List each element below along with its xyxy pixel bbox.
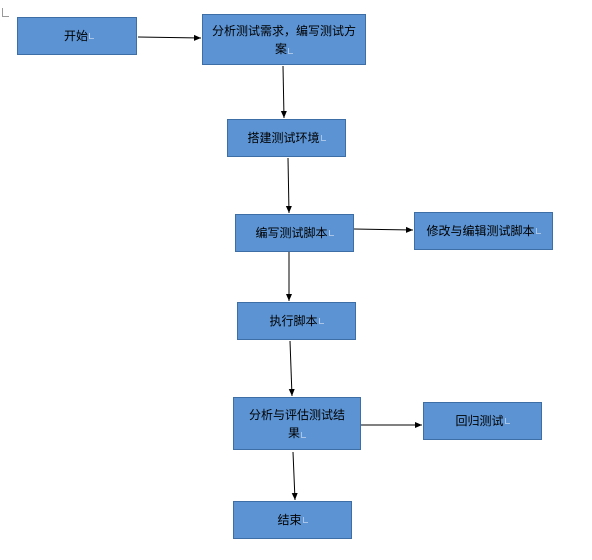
node-end: 结束	[233, 501, 352, 539]
node-evaluate: 分析与评估测试结果	[233, 397, 361, 450]
node-analyze: 分析测试需求，编写测试方案	[202, 14, 366, 65]
edge-analyze-to-env	[280, 65, 287, 119]
page-corner-mark	[2, 8, 9, 17]
node-env: 搭建测试环境	[227, 119, 346, 157]
node-start-label: 开始	[64, 29, 89, 43]
paragraph-mark-icon	[328, 230, 334, 236]
node-write-label: 编写测试脚本	[255, 226, 328, 240]
node-regress-label: 回归测试	[455, 414, 504, 428]
edge-write-to-modify	[353, 226, 414, 233]
edge-evaluate-to-end	[291, 451, 298, 501]
node-regress: 回归测试	[423, 402, 542, 440]
paragraph-mark-icon	[318, 318, 324, 324]
edge-start-to-analyze	[137, 34, 202, 41]
node-modify-label: 修改与编辑测试脚本	[426, 224, 535, 238]
edge-env-to-write	[285, 157, 292, 214]
edge-run-to-evaluate	[288, 340, 295, 397]
node-modify: 修改与编辑测试脚本	[414, 212, 553, 250]
paragraph-mark-icon	[302, 517, 308, 523]
node-end-label: 结束	[277, 513, 302, 527]
node-evaluate-label: 分析与评估测试结果	[248, 407, 345, 440]
node-env-label: 搭建测试环境	[247, 131, 320, 145]
paragraph-mark-icon	[288, 47, 293, 54]
node-start: 开始	[17, 17, 137, 55]
paragraph-mark-icon	[301, 431, 306, 438]
node-analyze-label: 分析测试需求，编写测试方案	[211, 23, 356, 56]
node-run: 执行脚本	[237, 302, 356, 340]
paragraph-mark-icon	[320, 135, 326, 141]
node-run-label: 执行脚本	[269, 314, 318, 328]
paragraph-mark-icon	[504, 418, 510, 424]
node-write: 编写测试脚本	[235, 214, 354, 252]
paragraph-mark-icon	[535, 228, 541, 234]
paragraph-mark-icon	[89, 33, 95, 39]
